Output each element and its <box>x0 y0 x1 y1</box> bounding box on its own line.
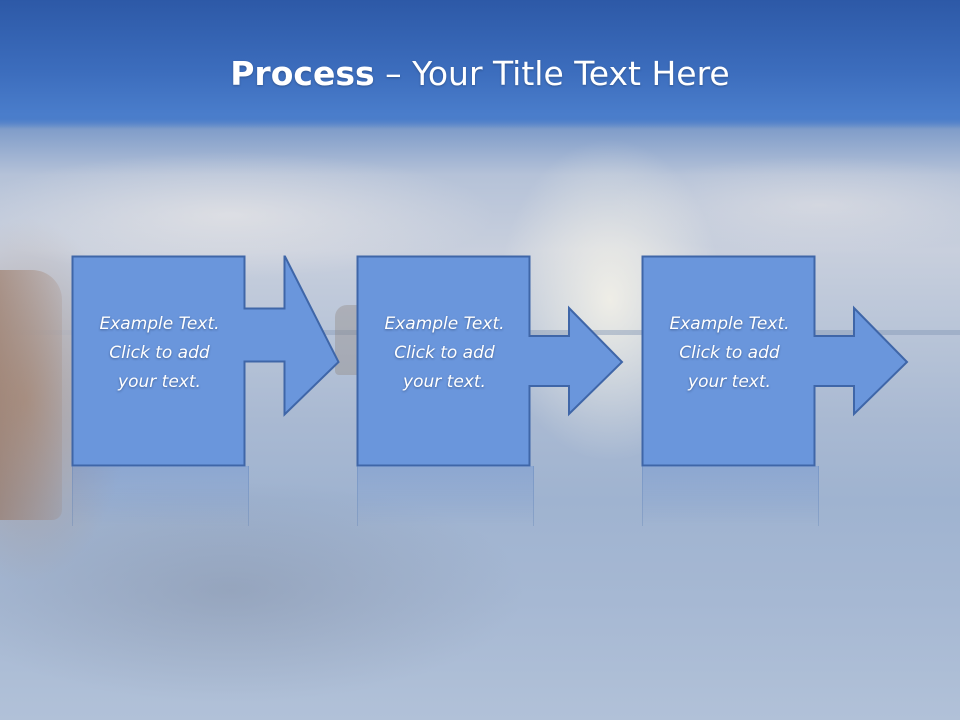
step-1-reflection <box>72 466 249 526</box>
title-bold: Process <box>230 54 375 93</box>
step-2-reflection <box>357 466 534 526</box>
slide-title[interactable]: Process – Your Title Text Here <box>0 50 960 98</box>
process-step-1[interactable]: Example Text. Click to add your text. <box>71 255 372 467</box>
rock-left <box>0 270 62 520</box>
step-2-shape <box>356 255 624 467</box>
step-1-text: Example Text. Click to add your text. <box>99 314 220 392</box>
process-step-2[interactable]: Example Text. Click to add your text. <box>356 255 657 467</box>
step-2-text: Example Text. Click to add your text. <box>384 314 505 392</box>
step-3-shape <box>641 255 909 467</box>
step-3-text: Example Text. Click to add your text. <box>669 314 790 392</box>
process-step-3[interactable]: Example Text. Click to add your text. <box>641 255 942 467</box>
step-3-reflection <box>642 466 819 526</box>
step-1-shape <box>71 255 340 467</box>
title-rest: – Your Title Text Here <box>374 54 730 93</box>
title-band <box>0 0 960 130</box>
